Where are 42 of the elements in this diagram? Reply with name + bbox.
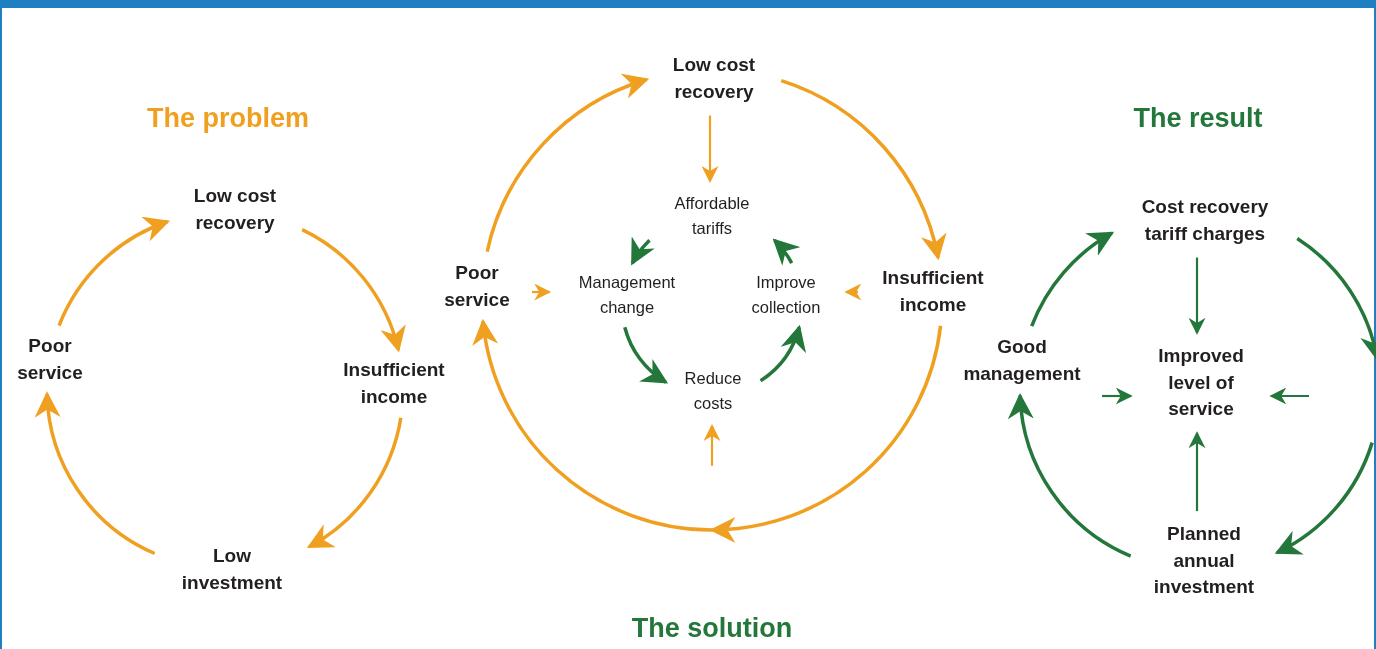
arrow xyxy=(1296,237,1376,362)
cycle-step-label: Poor service xyxy=(443,261,511,312)
arrow xyxy=(1030,231,1115,327)
arrow xyxy=(759,324,805,383)
cycle-step-label: Low investment xyxy=(180,544,284,595)
cycle-step-label: Low cost recovery xyxy=(671,53,757,104)
cycle-step-label: Insufficient income xyxy=(881,266,985,317)
arrow xyxy=(57,218,170,327)
arrow xyxy=(473,318,713,532)
cycle-step-label: Insufficient income xyxy=(342,358,446,409)
cycle-step-label: Affordable tariffs xyxy=(673,193,751,239)
arrow xyxy=(1269,387,1309,405)
section-heading: The result xyxy=(1133,102,1263,134)
cycle-step-label: Cost recovery tariff charges xyxy=(1140,195,1270,246)
cycle-step-label: Planned annual investment xyxy=(1152,522,1256,600)
arrow xyxy=(1188,431,1206,512)
cycle-step-label: Management change xyxy=(577,272,677,318)
arrow xyxy=(1009,392,1132,558)
arrow xyxy=(1188,257,1206,335)
arrow xyxy=(532,283,552,301)
arrow xyxy=(623,326,669,384)
cycle-step-label: Reduce costs xyxy=(683,368,743,414)
section-heading: The problem xyxy=(147,102,309,134)
arrow xyxy=(780,79,946,261)
cycle-step-label: Good management xyxy=(962,335,1082,386)
arrow xyxy=(772,238,801,267)
section-heading: The solution xyxy=(630,612,794,646)
cycle-step-label: Improved level of service xyxy=(1157,344,1245,422)
cycle-step-label: Improve collection xyxy=(750,272,822,318)
arrow xyxy=(630,236,656,266)
arrow xyxy=(709,325,943,542)
arrow xyxy=(301,228,405,353)
arrow xyxy=(844,283,862,301)
arrow xyxy=(1102,387,1133,405)
arrow xyxy=(703,424,721,466)
cycle-step-label: Poor service xyxy=(16,334,84,385)
arrow xyxy=(1274,442,1374,555)
arrow xyxy=(36,391,156,556)
arrow xyxy=(701,115,719,183)
arrow xyxy=(306,417,403,549)
cycle-step-label: Low cost recovery xyxy=(192,184,278,235)
arrow xyxy=(485,75,650,252)
